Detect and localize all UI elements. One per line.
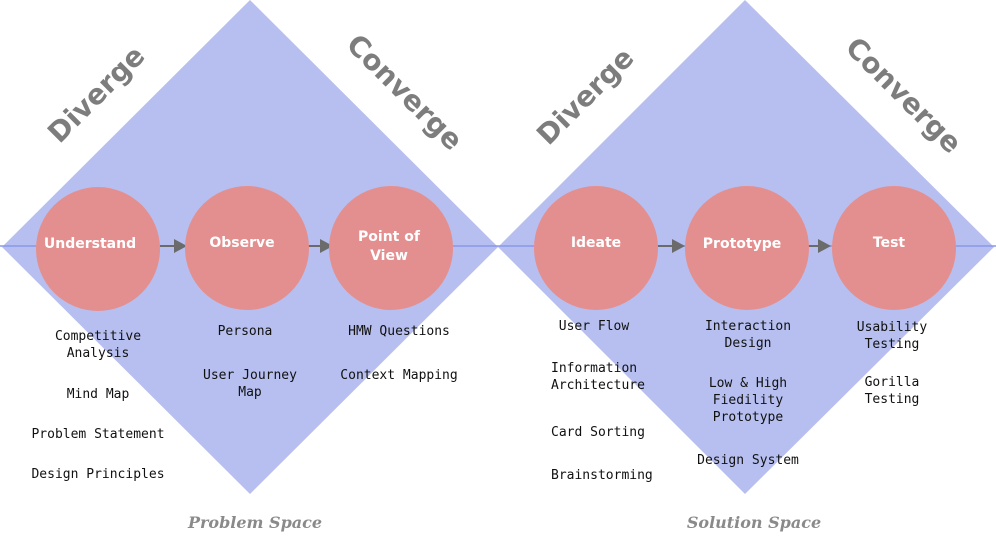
stage-ideate: Ideate: [534, 186, 658, 310]
stage-label-line-2: View: [370, 248, 408, 264]
flow-arrow: [808, 239, 831, 253]
stage-observe: Observe: [185, 186, 309, 310]
method-user-journey-map: User Journey Map: [203, 368, 297, 400]
stage-prototype: Prototype: [685, 186, 809, 310]
svg-text:Observe: Observe: [209, 235, 274, 251]
method-design-principles: Design Principles: [31, 467, 165, 482]
stage-label: Observe: [209, 235, 274, 251]
method-card-sorting: Card Sorting: [551, 425, 645, 440]
method-design-system: Design System: [697, 453, 799, 468]
method-interaction-design: Interaction Design: [704, 319, 792, 351]
svg-text:Understand: Understand: [44, 236, 136, 252]
svg-text:Ideate: Ideate: [571, 235, 621, 251]
stage-label-line-1: Point of: [358, 229, 421, 245]
stage-point-of-view: Point of View: [329, 186, 453, 310]
flow-arrow: [308, 239, 333, 253]
method-user-flow: User Flow: [558, 319, 630, 334]
method-usability-testing: Usability Testing: [856, 320, 928, 352]
stage-label: Understand: [44, 236, 136, 252]
stage-label: Prototype: [703, 236, 781, 252]
stage-test: Test: [832, 186, 956, 310]
svg-text:Test: Test: [873, 235, 906, 251]
stage-label: Test: [873, 235, 906, 251]
method-gorilla-testing: Gorilla Testing: [864, 375, 920, 407]
flow-arrow: [160, 239, 187, 253]
stage-label: Ideate: [571, 235, 621, 251]
method-brainstorming: Brainstorming: [551, 468, 653, 483]
method-persona: Persona: [217, 324, 273, 339]
problem-space-label: Problem Space: [187, 513, 323, 532]
method-problem-statement: Problem Statement: [31, 427, 165, 442]
solution-space-label: Solution Space: [686, 513, 822, 532]
stage-understand: Understand: [36, 187, 160, 311]
method-hmw-questions: HMW Questions: [348, 324, 450, 339]
method-competitive-analysis: Competitive Analysis: [54, 329, 142, 361]
flow-arrow: [658, 239, 685, 253]
method-mind-map: Mind Map: [66, 387, 130, 402]
method-context-mapping: Context Mapping: [340, 368, 458, 383]
svg-text:Prototype: Prototype: [703, 236, 781, 252]
method-information-architecture: Information Architecture: [551, 361, 645, 393]
method-low-high-fidelity-prototype: Low & High Fiedility Prototype: [708, 376, 788, 425]
